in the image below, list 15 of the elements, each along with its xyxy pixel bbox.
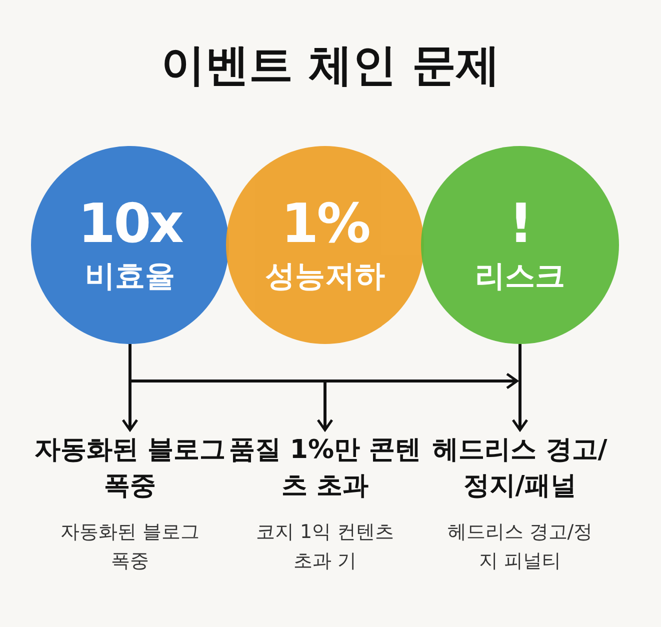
title: 이벤트 체인 문제 bbox=[160, 39, 501, 93]
heading: 품질 1%만 콘텐츠 초과 bbox=[228, 434, 422, 503]
arrow bbox=[128, 344, 518, 390]
metric-value: 1% bbox=[281, 194, 369, 254]
description: 코지 1익 컨텐츠 초과 기 bbox=[254, 520, 396, 574]
heading: 헤드리스 경고/정지/패널 bbox=[432, 434, 608, 503]
description: 헤드리스 경고/정지 피널티 bbox=[446, 520, 594, 574]
arrow bbox=[512, 344, 528, 432]
metric-value: 10x bbox=[78, 194, 182, 254]
heading: 자동화된 블로그 폭중 bbox=[33, 434, 227, 503]
metric-label: 성능저하 bbox=[265, 258, 385, 296]
metric-value: ! bbox=[508, 194, 532, 254]
description: 자동화된 블로그 폭중 bbox=[59, 520, 201, 574]
metric-label: 리스크 bbox=[475, 258, 565, 296]
metric-label: 비효율 bbox=[85, 258, 175, 296]
